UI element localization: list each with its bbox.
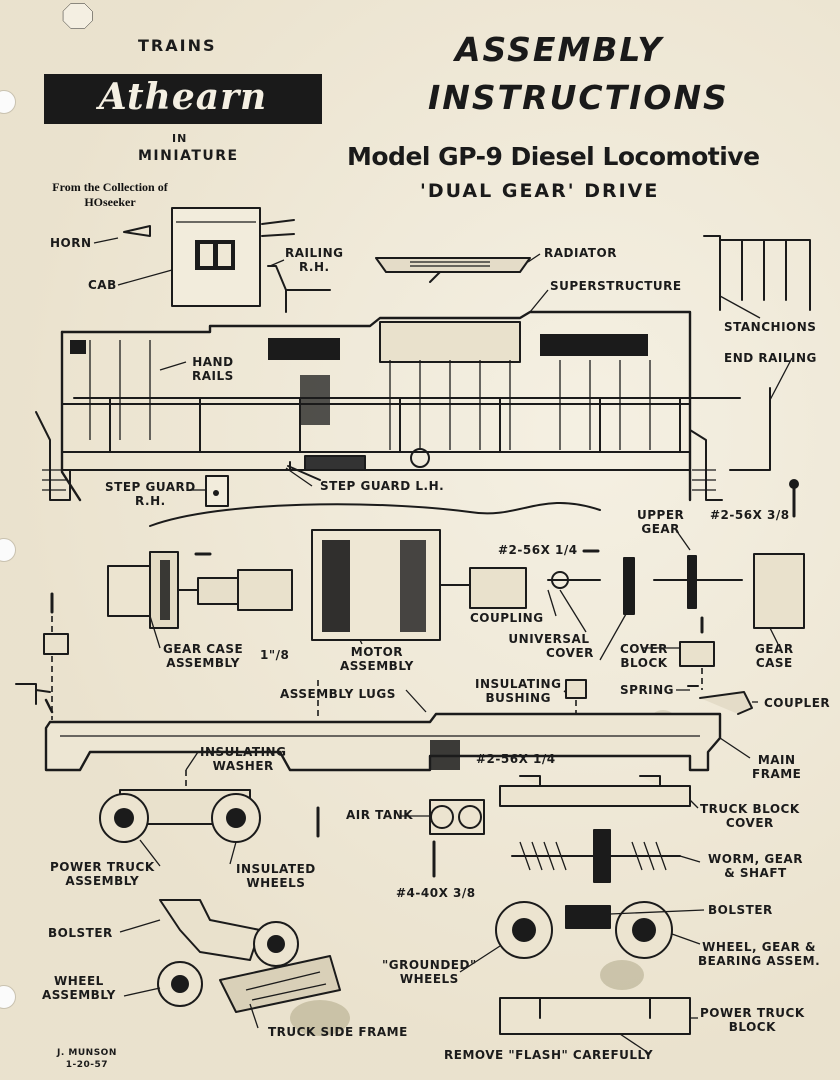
label-remove-flash: REMOVE "FLASH" CAREFULLY: [444, 1048, 654, 1062]
truck-block-cover-part: [499, 775, 691, 807]
label-grounded-wheels: "GROUNDED"WHEELS: [382, 958, 477, 986]
power-truck-block-part: [499, 997, 691, 1035]
label-dimension: 1"/8: [260, 648, 290, 662]
label-screw-frame: #2-56X 1/4: [476, 752, 556, 766]
title-assembly: ASSEMBLY: [455, 30, 664, 69]
air-tank-part: [429, 799, 485, 835]
label-radiator: RADIATOR: [544, 246, 617, 260]
label-spring: SPRING: [620, 683, 675, 697]
label-screw-top: #2-56X 3/8: [710, 508, 790, 522]
label-step-guard-lh: STEP GUARD L.H.: [320, 479, 445, 493]
worm-gear-part: [511, 829, 681, 883]
label-truck-side-frame: TRUCK SIDE FRAME: [268, 1025, 408, 1039]
label-screw-mid: #2-56X 1/4: [498, 543, 578, 557]
bolster-right-part: [565, 905, 611, 929]
title-instructions: INSTRUCTIONS: [428, 78, 729, 117]
label-assembly-lugs: ASSEMBLY LUGS: [280, 687, 396, 701]
horn-part: [123, 219, 295, 237]
label-horn: HORN: [50, 236, 92, 250]
logo-athearn: Athearn: [98, 76, 268, 118]
label-coupler: COUPLER: [764, 696, 831, 710]
power-truck-assembly-part: [99, 789, 261, 843]
truck-exploded-part: [157, 899, 341, 1013]
label-bolster-left: BOLSTER: [48, 926, 113, 940]
author-signature: J. MUNSON 1-20-57: [57, 1048, 117, 1070]
label-end-railing: END RAILING: [724, 351, 817, 365]
wheel-gear-part: [615, 901, 673, 959]
radiator-part: [375, 257, 531, 283]
guide-lines: [51, 616, 703, 800]
superstructure-part: [35, 310, 741, 502]
logo-banner: [44, 74, 322, 124]
step-guard-lh-part: [287, 461, 321, 481]
credit-line-2: HOseeker: [84, 195, 136, 209]
drive-train: [15, 479, 805, 715]
end-railing-part: [729, 387, 771, 471]
label-coupling: COUPLING: [470, 611, 544, 625]
collection-credit: From the Collection of HOseeker: [35, 180, 185, 210]
label-stanchions: STANCHIONS: [724, 320, 817, 334]
model-title: Model GP-9 Diesel Locomotive: [347, 142, 760, 171]
label-superstructure: SUPERSTRUCTURE: [550, 279, 682, 293]
drive-subtitle: 'DUAL GEAR' DRIVE: [420, 180, 660, 202]
stain-2: [600, 960, 644, 990]
step-guard-rh-part: [205, 475, 229, 507]
logo-trains: TRAINS: [138, 36, 217, 55]
label-screw-bottom: #4-40X 3/8: [396, 886, 476, 900]
label-bolster-right: BOLSTER: [708, 903, 773, 917]
stain-1: [290, 1000, 350, 1036]
grounded-wheel-part: [495, 901, 553, 959]
label-air-tank: AIR TANK: [346, 808, 414, 822]
stanchions-part: [703, 235, 811, 311]
cab-part: [171, 207, 261, 307]
label-cab: CAB: [88, 278, 117, 292]
logo-in: IN: [172, 132, 188, 145]
logo-miniature: MINIATURE: [138, 148, 239, 164]
credit-line-1: From the Collection of: [52, 180, 168, 194]
label-wheel-gear: WHEEL, GEAR &BEARING ASSEM.: [698, 940, 821, 968]
logo-octagon: [62, 3, 93, 29]
leader-lines: [93, 237, 793, 1055]
label-worm-gear: WORM, GEAR& SHAFT: [708, 852, 803, 880]
main-frame-part: [44, 712, 722, 772]
railing-rh-part: [267, 265, 331, 313]
